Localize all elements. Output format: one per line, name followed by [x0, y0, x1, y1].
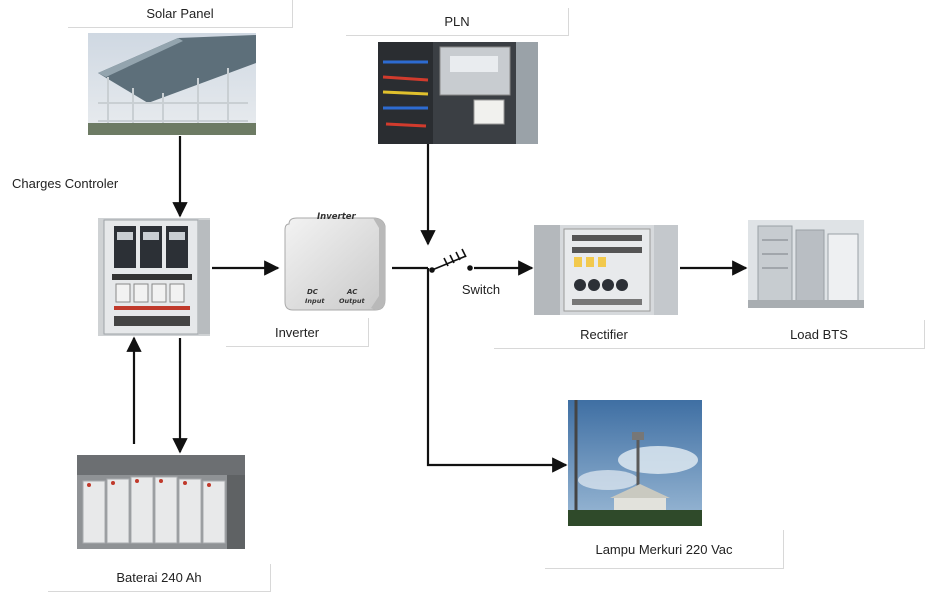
ac-label: AC [346, 288, 358, 296]
switch-label: Switch [448, 278, 514, 300]
rectifier-label: Rectifier [494, 320, 715, 349]
arrow-to-lampu [426, 268, 568, 473]
rectifier-photo [534, 225, 678, 315]
baterai-photo [77, 455, 245, 549]
dc-label: DC [307, 288, 319, 296]
lampu-merkuri-photo [568, 400, 702, 526]
load-bts-photo [748, 220, 864, 308]
switch-icon [429, 248, 473, 273]
inverter-box: Inverter DC Input AC Output [275, 208, 393, 314]
lampu-merkuri-label: Lampu Merkuri 220 Vac [545, 530, 784, 569]
charges-controler-label: Charges Controler [12, 172, 162, 194]
charge-controller-photo [98, 218, 210, 336]
solar-panel-label: Solar Panel [68, 0, 293, 28]
inverter-label: Inverter [226, 318, 369, 347]
pln-meter-photo [378, 42, 538, 144]
load-bts-label: Load BTS [714, 320, 925, 349]
solar-panel-photo [88, 33, 256, 135]
pln-label: PLN [346, 8, 569, 36]
dc-input-label: Input [305, 297, 325, 305]
ac-output-label: Output [339, 297, 366, 305]
inverter-title: Inverter [317, 212, 357, 222]
